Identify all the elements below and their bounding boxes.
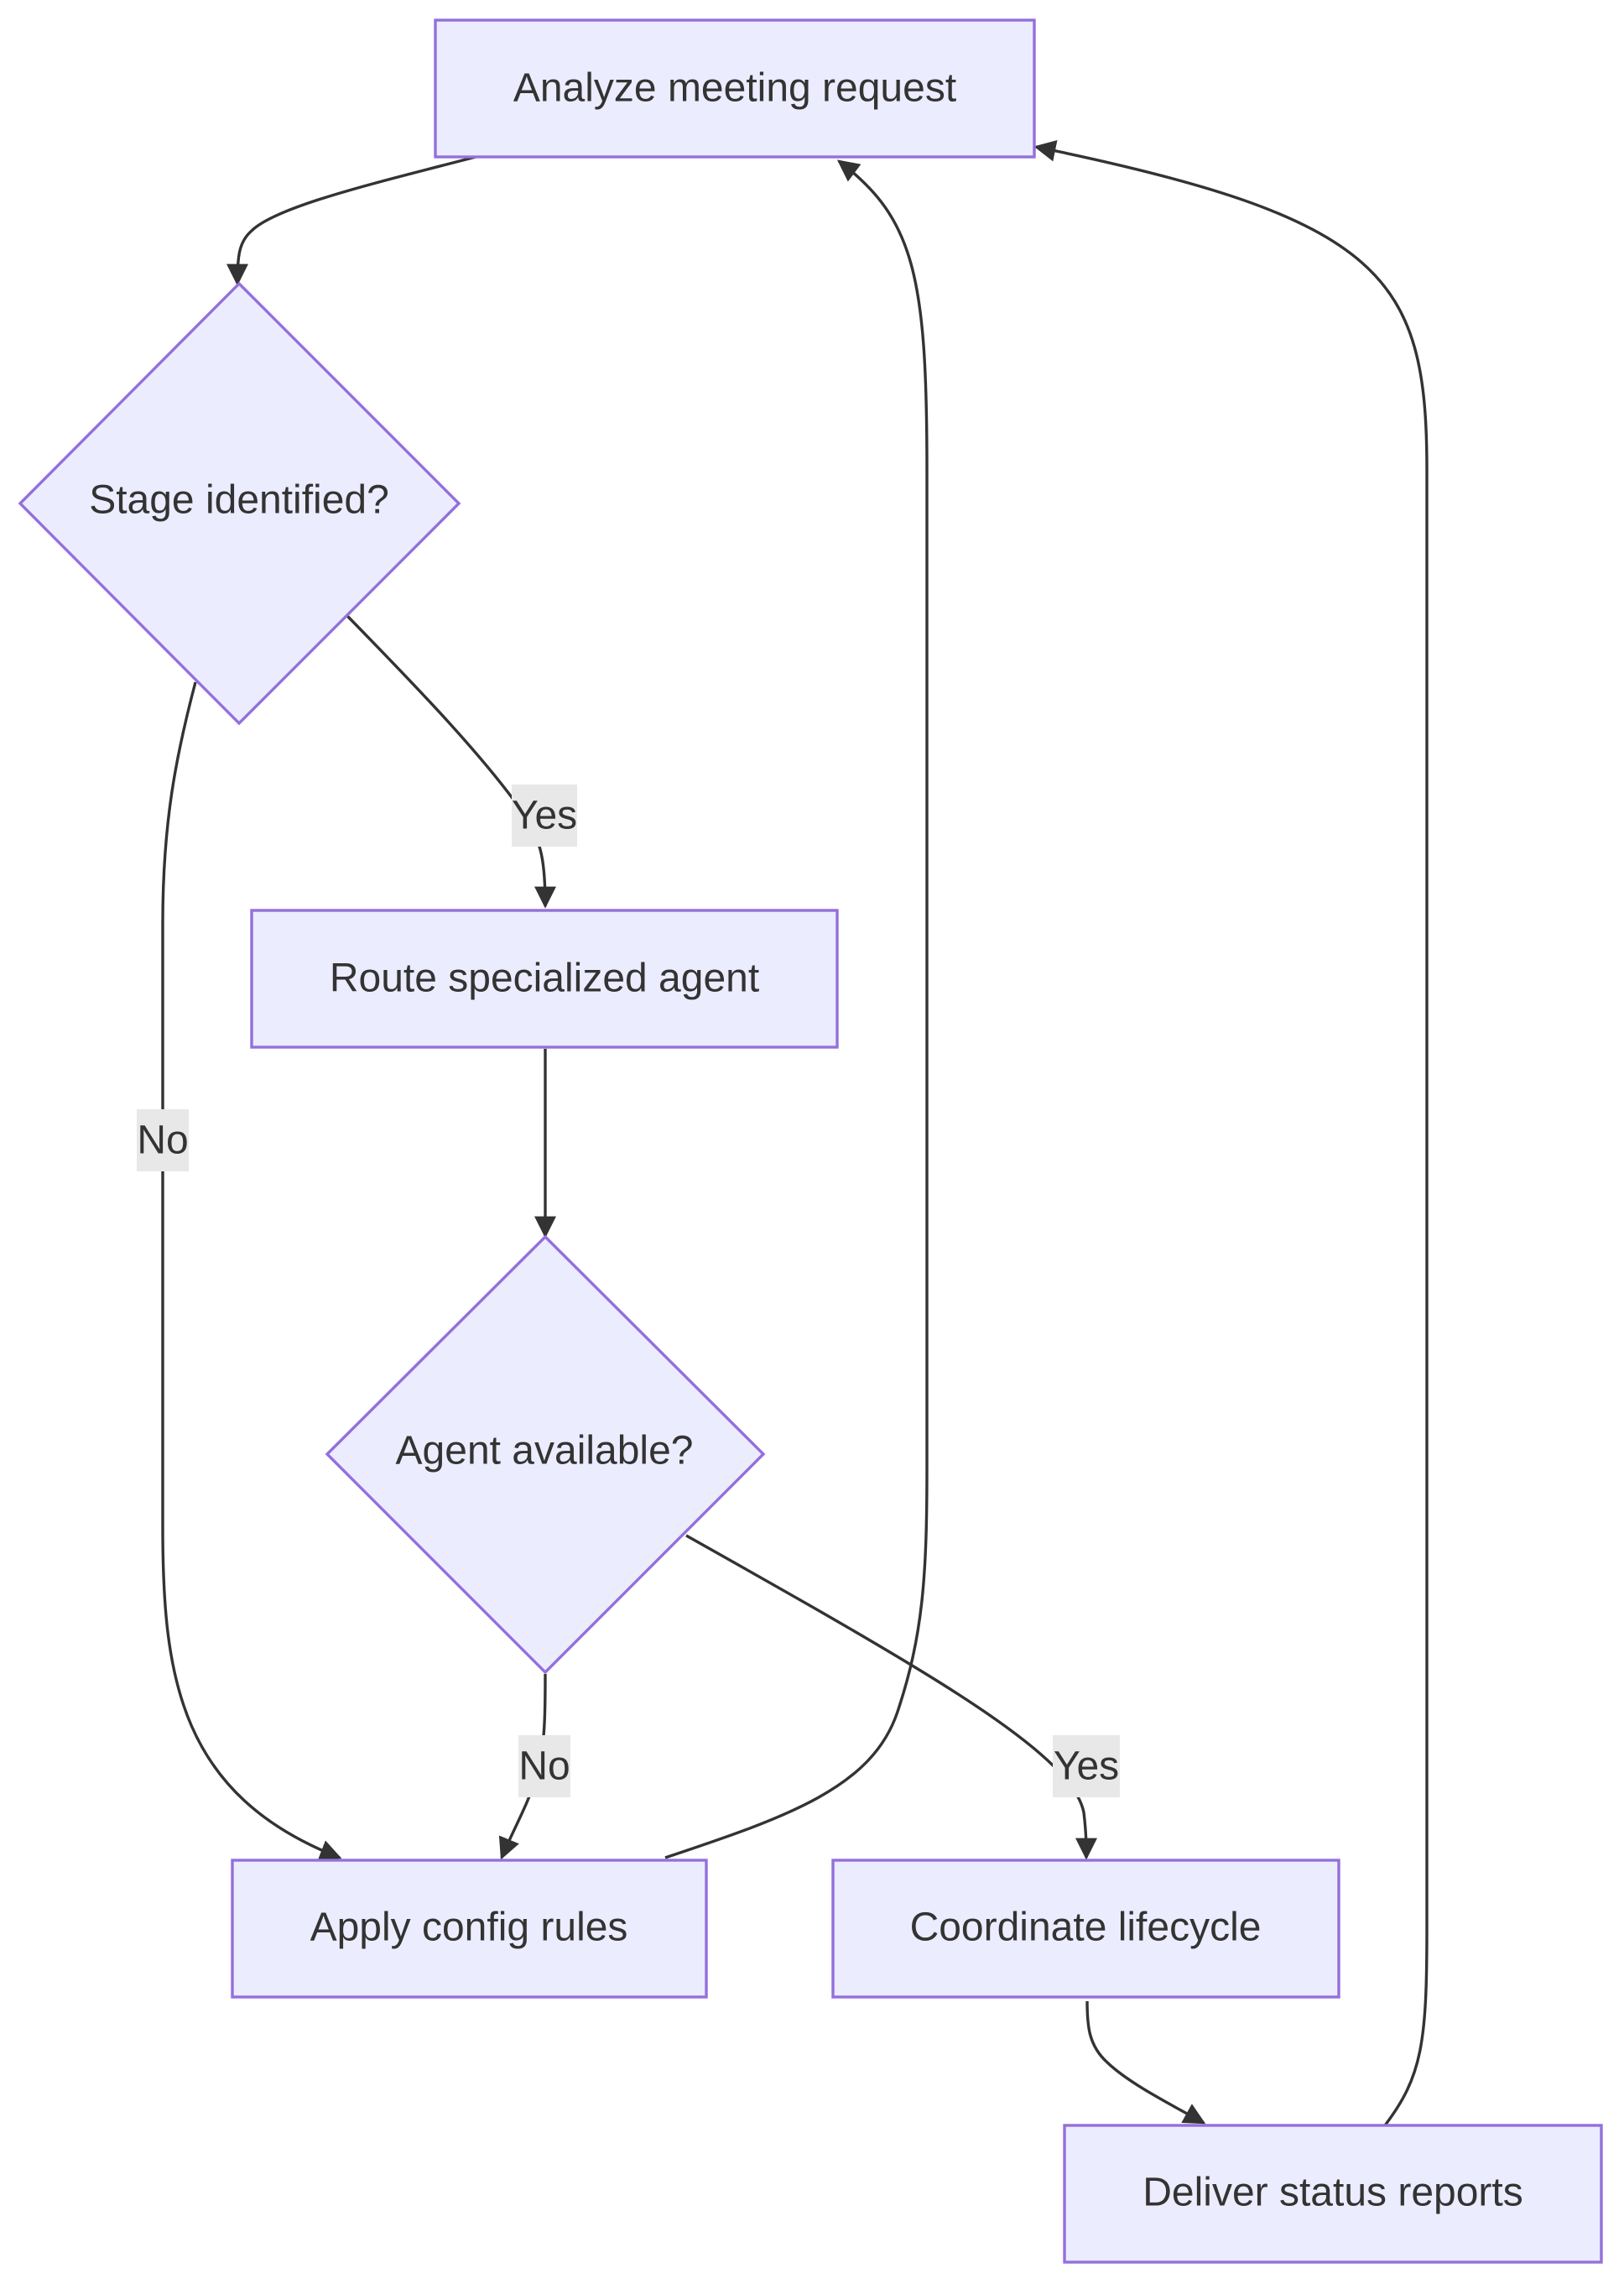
node-label: Apply config rules: [310, 1906, 628, 1950]
node-label: Analyze meeting request: [513, 66, 956, 111]
nodes: Analyze meeting request Stage identified…: [18, 18, 1603, 2264]
node-label: Stage identified?: [89, 478, 389, 523]
edge-label-text: No: [518, 1744, 570, 1789]
edge-agent-to-coord: [685, 1534, 1097, 1860]
edge-analyze-to-stage: [226, 155, 476, 286]
edge-label-stage-yes: Yes: [512, 785, 577, 847]
node-apply-config-rules: Apply config rules: [231, 1859, 708, 1999]
node-coordinate-lifecycle: Coordinate lifecycle: [831, 1859, 1340, 1999]
node-deliver-status-reports: Deliver status reports: [1063, 2124, 1603, 2264]
edge-label-text: Yes: [1054, 1744, 1119, 1789]
node-route-specialized-agent: Route specialized agent: [250, 909, 839, 1049]
edge-label-text: Yes: [512, 794, 577, 838]
edge-label-agent-no: No: [518, 1735, 570, 1797]
edge-deliver-to-analyze: [1033, 139, 1429, 2127]
edge-label-agent-yes: Yes: [1053, 1735, 1120, 1797]
node-label: Route specialized agent: [330, 957, 759, 1001]
edge-label-text: No: [137, 1118, 188, 1163]
edge-coord-to-deliver: [1085, 2000, 1206, 2125]
edge-label-stage-no: No: [137, 1109, 189, 1171]
node-analyze-meeting-request: Analyze meeting request: [434, 18, 1036, 159]
edge-labels: Yes No No Yes: [137, 785, 1120, 1797]
node-label: Deliver status reports: [1143, 2171, 1523, 2215]
node-agent-available: Agent available?: [325, 1234, 766, 1675]
edge-stage-to-config: [161, 681, 342, 1861]
node-stage-identified: Stage identified?: [18, 281, 461, 726]
edge-stage-to-route: [345, 613, 556, 909]
node-label: Agent available?: [396, 1429, 694, 1473]
edges: [161, 139, 1429, 2127]
node-label: Coordinate lifecycle: [910, 1906, 1262, 1950]
edge-config-to-analyze: [664, 159, 929, 1859]
